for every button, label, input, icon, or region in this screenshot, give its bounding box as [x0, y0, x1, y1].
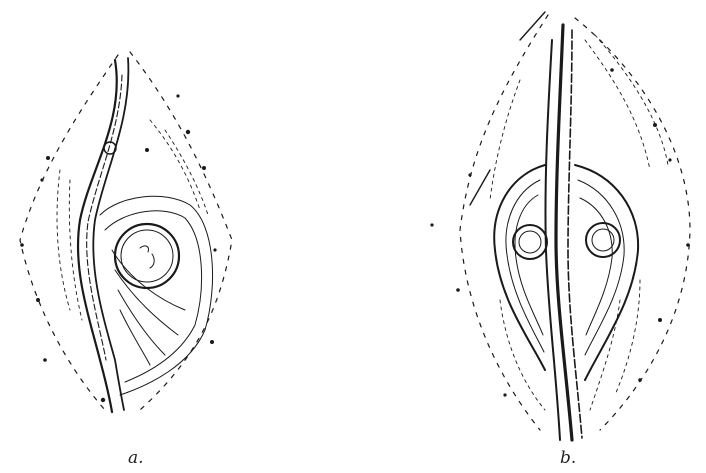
fig-b-ridge-main [556, 25, 572, 440]
fig-a-eye-outer [115, 224, 179, 288]
fig-b-ridge-right [568, 30, 582, 438]
fig-a-eye-marks [140, 246, 154, 268]
fig-b-right-lobe-3 [580, 198, 612, 335]
figure-b-caption: b. [560, 448, 576, 468]
fig-b-right-eye-outer [586, 223, 620, 257]
fig-b-left-lobe-3 [515, 195, 543, 335]
fig-a-eye-inner [121, 230, 173, 282]
fig-b-hatching [490, 35, 668, 410]
fig-a-small-pore [104, 142, 116, 154]
fig-b-left-eye-outer [513, 225, 547, 259]
fig-b-left-stroke [470, 170, 490, 205]
fig-b-left-eye-inner [519, 231, 541, 253]
fig-a-contour-3 [112, 250, 185, 365]
fig-b-left-lobe-2 [506, 180, 544, 352]
figure-a-caption: a. [128, 448, 144, 468]
figure-b-drawing [430, 12, 690, 440]
fig-b-right-lobe-1 [575, 165, 638, 380]
figure-a-drawing [20, 52, 232, 412]
fig-b-right-lobe-2 [578, 180, 624, 355]
fig-a-ridge-left [78, 60, 117, 412]
